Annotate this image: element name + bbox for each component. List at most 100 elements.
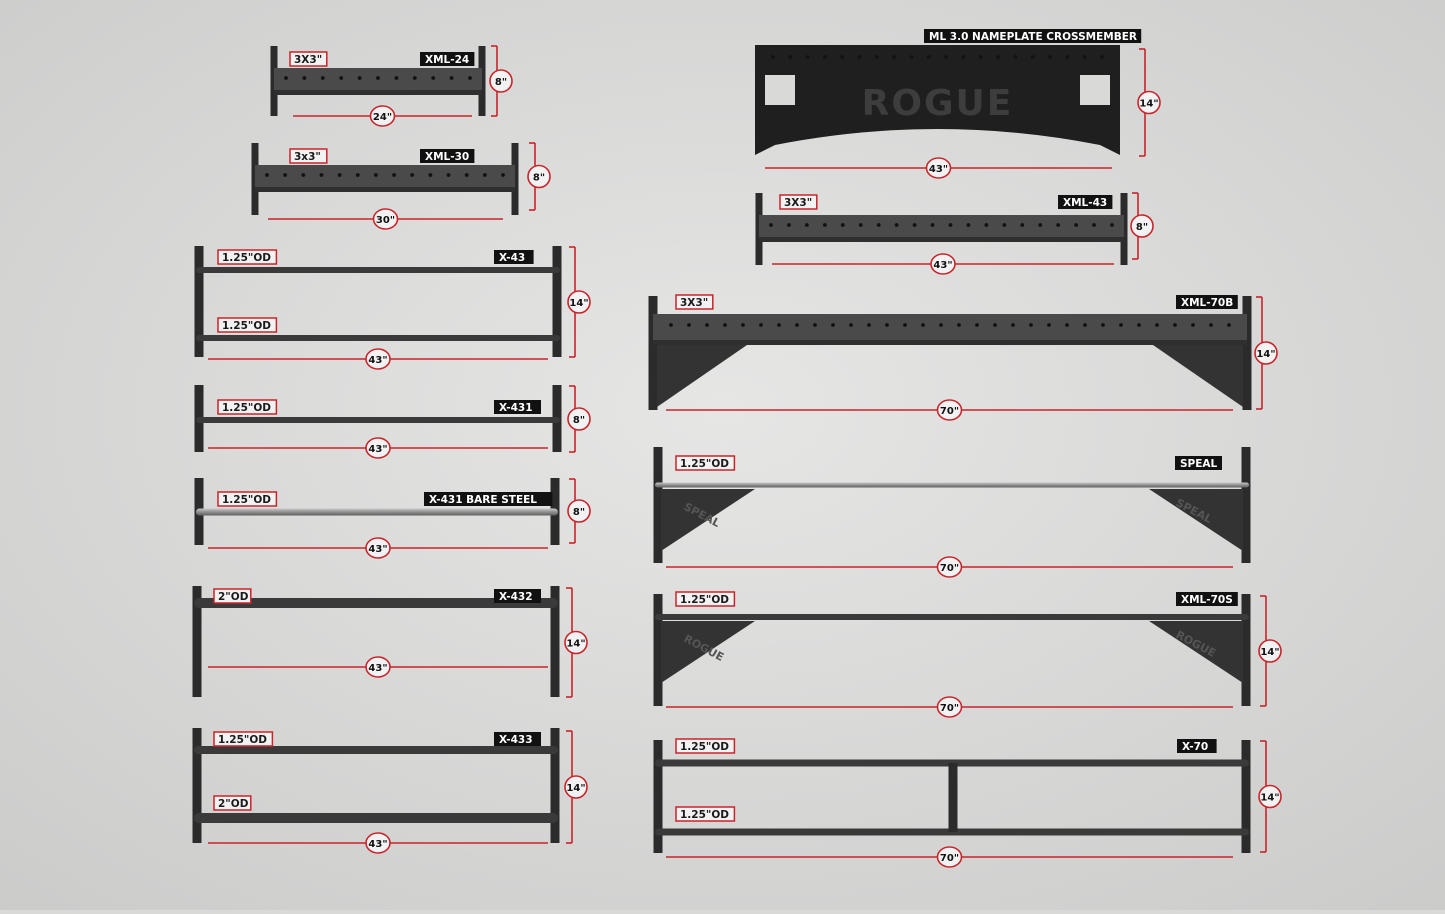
width-dimension-badge [936, 556, 963, 578]
spec-label: 1.25"OD [222, 252, 271, 264]
model-tag-bg [420, 52, 475, 66]
model-tag-bg [1177, 739, 1217, 753]
bolt-hole [337, 173, 342, 177]
gusset-plate [657, 345, 747, 407]
height-dimension: 14" [566, 639, 585, 650]
bolt-hole [909, 55, 914, 59]
spec-label-box [675, 738, 736, 754]
bolt-hole [1048, 55, 1052, 59]
model-tag-bg [494, 400, 541, 414]
bolt-hole [1038, 223, 1043, 227]
bolt-hole [431, 76, 436, 80]
bolt-hole [464, 173, 469, 177]
crossmember-plate [759, 215, 1124, 237]
model-tag: X-433 [499, 734, 533, 746]
model-tag: XML-43 [1063, 197, 1107, 209]
bolt-hole [858, 223, 863, 227]
bolt-hole [759, 323, 763, 327]
bolt-hole [1227, 323, 1231, 327]
spec-label: 1.25"OD [222, 402, 271, 414]
width-dimension-badge [936, 696, 963, 718]
tube-bar [194, 746, 558, 754]
bolt-hole [892, 55, 897, 59]
upright [192, 586, 202, 697]
spec-label: 1.25"OD [222, 320, 271, 332]
width-dimension-badge [930, 253, 956, 275]
tube-bar [196, 417, 560, 423]
spec-label: 3X3" [784, 197, 812, 209]
height-dimension-badge [567, 290, 591, 314]
upright [653, 594, 663, 706]
upright [648, 296, 658, 410]
bolt-hole [975, 323, 979, 327]
bolt-hole [1065, 323, 1069, 327]
bolt-hole [687, 323, 691, 327]
spec-label-box [217, 317, 278, 333]
bolt-hole [1047, 323, 1051, 327]
model-tag: X-432 [499, 591, 533, 603]
upright [192, 728, 202, 843]
bolt-hole [1101, 323, 1105, 327]
width-dimension-badge [365, 656, 391, 678]
bolt-hole [984, 223, 989, 227]
width-dimension: 70" [940, 853, 959, 864]
bolt-hole [1137, 323, 1141, 327]
bolt-hole [446, 173, 451, 177]
bolt-hole [1002, 223, 1007, 227]
bolt-hole [804, 223, 809, 227]
bolt-hole [823, 55, 827, 59]
width-dimension: 43" [929, 164, 948, 175]
width-dimension-badge [369, 105, 396, 127]
gusset-plate [661, 489, 755, 551]
gusset-plate [661, 621, 755, 683]
spec-label: 3X3" [680, 297, 708, 309]
bolt-hole [374, 173, 378, 177]
bolt-hole [867, 323, 871, 327]
height-dimension-badge [1258, 639, 1282, 663]
bolt-hole [874, 55, 879, 59]
spec-label-box [213, 731, 274, 747]
upright [1242, 296, 1252, 410]
spec-label: 1.25"OD [680, 458, 729, 470]
bolt-hole [966, 223, 971, 227]
plate-flange [759, 237, 1124, 242]
upright [653, 447, 663, 563]
upright [552, 246, 562, 357]
height-dimension: 8" [533, 173, 545, 184]
nameplate-panel [755, 45, 1120, 155]
bolt-hole [978, 55, 983, 59]
tube-bar [196, 267, 560, 273]
bolt-hole [284, 76, 288, 80]
upright [653, 740, 663, 853]
bolt-hole [339, 76, 344, 80]
model-tag: X-70 [1182, 741, 1208, 753]
model-tag-bg [1176, 592, 1238, 606]
width-dimension-badge [925, 157, 952, 179]
bolt-hole [831, 323, 835, 327]
spec-label-box [779, 194, 818, 210]
bolt-hole [788, 55, 793, 59]
bolt-hole [876, 223, 881, 227]
spec-label-box [217, 399, 278, 415]
bolt-hole [787, 223, 791, 227]
bolt-hole [482, 173, 487, 177]
spec-label-box [675, 294, 714, 310]
spec-label-box [217, 491, 278, 507]
model-tag: XML-30 [425, 151, 469, 163]
width-dimension-badge [365, 437, 391, 459]
tube-bar [196, 335, 560, 341]
bolt-hole [857, 55, 862, 59]
gusset-plate [1153, 345, 1243, 407]
bolt-hole [957, 323, 961, 327]
crossmember-plate [255, 165, 515, 187]
spec-label: 3X3" [294, 54, 322, 66]
width-dimension: 24" [373, 112, 392, 123]
tube-bar [655, 482, 1249, 488]
